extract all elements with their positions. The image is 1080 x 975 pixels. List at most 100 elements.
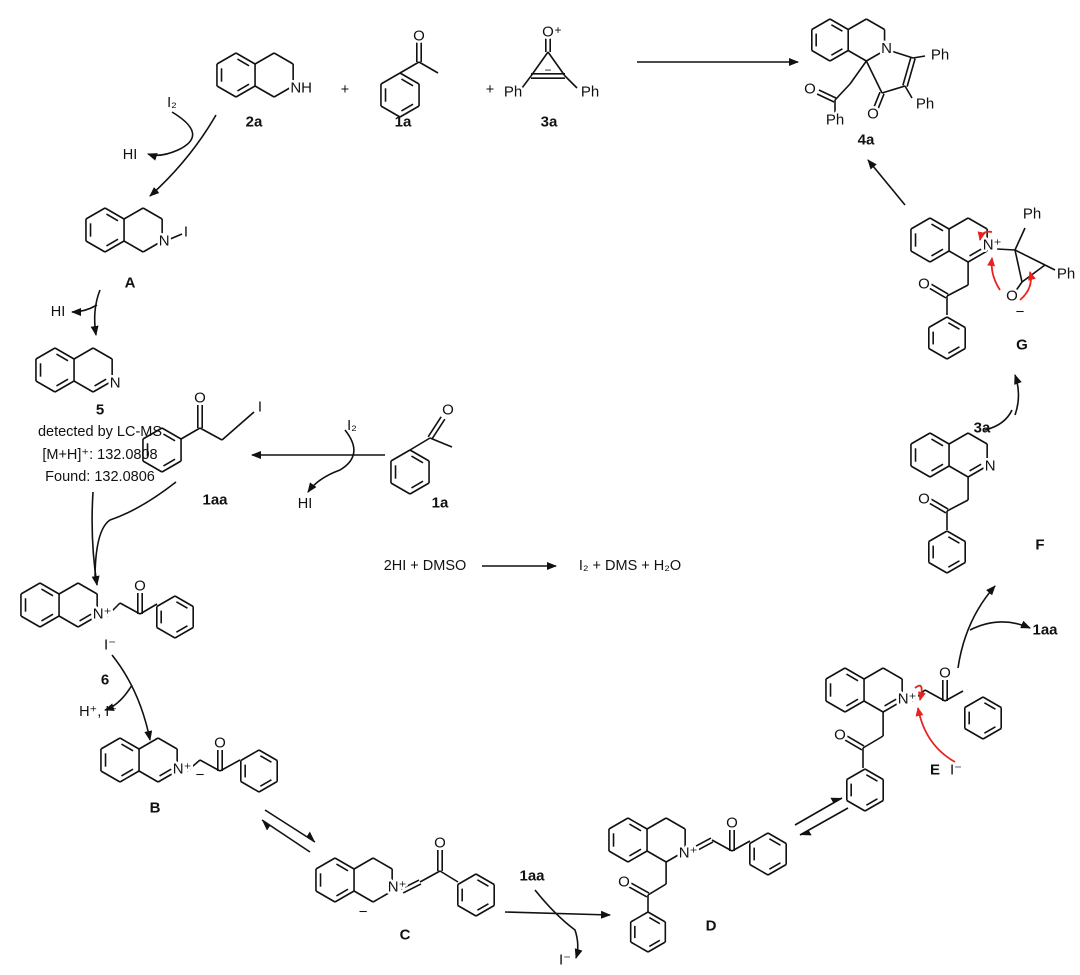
benzene-ring	[475, 904, 495, 917]
benzene-ring	[946, 347, 966, 360]
ring-double-bond	[884, 698, 897, 707]
benzene-ring	[104, 207, 125, 220]
benzene-ring	[100, 737, 121, 750]
carbonyl-bond	[818, 89, 837, 99]
benzene-ring	[608, 850, 629, 863]
ring-double-bond	[259, 779, 272, 787]
iminium-double-bond	[400, 879, 420, 890]
nitrogen-label: N	[881, 40, 892, 57]
benzene-ring	[380, 72, 401, 85]
piperidine-ring	[73, 347, 94, 360]
ring-double-bond	[476, 879, 489, 887]
benzene-ring	[35, 380, 56, 393]
ring-double-bond	[336, 888, 349, 897]
piperidine-ring	[77, 582, 98, 595]
piperidine-ring	[948, 432, 969, 445]
ring-double-bond	[830, 48, 843, 56]
piperidine-ring	[967, 217, 988, 230]
oxygen-label: O	[134, 578, 146, 595]
piperidine-ring	[863, 700, 884, 713]
benzene-ring	[627, 850, 648, 863]
benzene-ring	[630, 941, 649, 953]
byproduct-hi: HI	[298, 496, 313, 512]
benzene-ring	[156, 626, 176, 639]
benzene-ring	[20, 582, 41, 595]
benzene-ring	[910, 250, 931, 263]
piperidine-ring	[646, 817, 667, 830]
piperidine-ring	[847, 18, 867, 31]
iodide-released: I⁻	[559, 952, 571, 969]
phenyl-label: Ph	[504, 84, 522, 101]
benzene-ring	[864, 799, 884, 812]
benzene-ring	[334, 857, 355, 870]
piperidine-ring	[157, 737, 178, 750]
compound-label-G: G	[1016, 337, 1028, 354]
ring-double-bond	[947, 536, 960, 544]
piperidine-ring	[123, 207, 144, 220]
piperidine-ring	[353, 890, 374, 903]
equation-right: I₂ + DMS + H₂O	[579, 558, 681, 574]
piperidine-ring	[138, 737, 159, 750]
benzene-ring	[235, 52, 256, 65]
bond	[439, 870, 459, 883]
iminium-double-bond	[695, 841, 714, 852]
bond	[419, 870, 441, 883]
compound-label-4a: 4a	[858, 132, 875, 149]
ring-double-bond	[175, 601, 188, 609]
benzene-ring	[846, 768, 866, 781]
reagent-1aa: 1aa	[519, 868, 545, 885]
piperidine-ring	[254, 85, 275, 98]
oxide-charge: −	[1016, 304, 1025, 321]
ring-double-bond	[931, 463, 944, 472]
bond	[199, 427, 223, 441]
ring-double-bond	[865, 774, 878, 782]
lcms-mass-calc: [M+H]⁺: 132.0808	[42, 447, 157, 463]
ring-double-bond	[163, 433, 176, 442]
benzene-ring	[928, 316, 948, 329]
equilibrium-back	[261, 819, 311, 853]
enamine-double-bond	[906, 58, 916, 87]
benzene-ring	[929, 465, 950, 478]
bond	[946, 499, 969, 512]
compound-label-5: 5	[96, 402, 104, 419]
iminium-arrow	[977, 230, 993, 241]
ring-double-bond	[648, 939, 661, 948]
carbonyl-bond	[930, 283, 949, 295]
1aa-iodide-curve	[534, 889, 583, 959]
bond	[521, 75, 532, 89]
benzene-ring	[235, 85, 256, 98]
benzene-ring	[627, 817, 648, 830]
oxygen-label: O	[804, 81, 816, 98]
bond	[180, 427, 201, 440]
bond	[889, 49, 914, 59]
bond	[849, 60, 868, 85]
piperidine-ring	[865, 49, 885, 62]
lcms-note: detected by LC-MS	[38, 424, 162, 440]
ring-double-bond	[121, 743, 134, 752]
benzene-ring	[864, 768, 884, 781]
benzene-ring	[315, 857, 336, 870]
piperidine-ring	[142, 207, 163, 220]
piperidine-ring	[665, 850, 686, 863]
carbonyl-bond	[431, 418, 446, 440]
oxygen-label: O	[542, 24, 554, 41]
piperidine-ring	[372, 857, 393, 870]
benzene-ring	[85, 207, 106, 220]
nitrogen-cation-label: N⁺	[388, 879, 407, 896]
ring-double-bond	[983, 726, 996, 734]
bond	[547, 51, 566, 77]
bond	[564, 75, 578, 89]
benzene-ring	[928, 347, 948, 360]
benzene-ring	[982, 727, 1002, 740]
hi-release-arrow	[71, 304, 98, 316]
benzene-ring	[174, 626, 194, 639]
benzene-ring	[811, 18, 831, 31]
equilibrium-back	[799, 807, 849, 836]
bond	[119, 602, 141, 615]
elimination-arrow	[90, 289, 101, 336]
piperidine-ring	[847, 49, 867, 62]
benzene-ring	[142, 460, 163, 473]
bond	[1014, 281, 1023, 293]
nitrogen-cation-label: N⁺	[679, 845, 698, 862]
bond	[409, 437, 431, 451]
